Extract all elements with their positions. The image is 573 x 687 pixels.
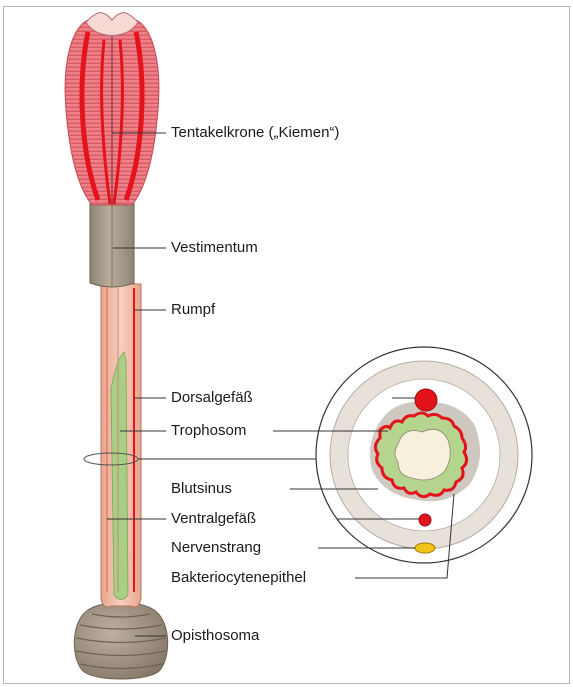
label-blutsinus: Blutsinus [171, 480, 232, 498]
label-ventralgefaess: Ventralgefäß [171, 510, 256, 528]
tentacle-plume-shape [65, 13, 159, 205]
label-trophosom: Trophosom [171, 422, 246, 440]
label-nervenstrang: Nervenstrang [171, 539, 261, 557]
label-dorsalgefaess: Dorsalgefäß [171, 389, 253, 407]
vestimentum-shape [90, 200, 134, 287]
opisthosoma-shape [74, 603, 167, 680]
label-tentakelkrone: Tentakelkrone („Kiemen“) [171, 124, 339, 142]
label-vestimentum: Vestimentum [171, 239, 258, 257]
label-bakteriocytenepithel: Bakteriocytenepithel [171, 569, 306, 587]
trunk-shape [101, 284, 141, 607]
label-opisthosoma: Opisthosoma [171, 627, 259, 645]
cross-section [316, 347, 532, 563]
label-rumpf: Rumpf [171, 301, 215, 319]
